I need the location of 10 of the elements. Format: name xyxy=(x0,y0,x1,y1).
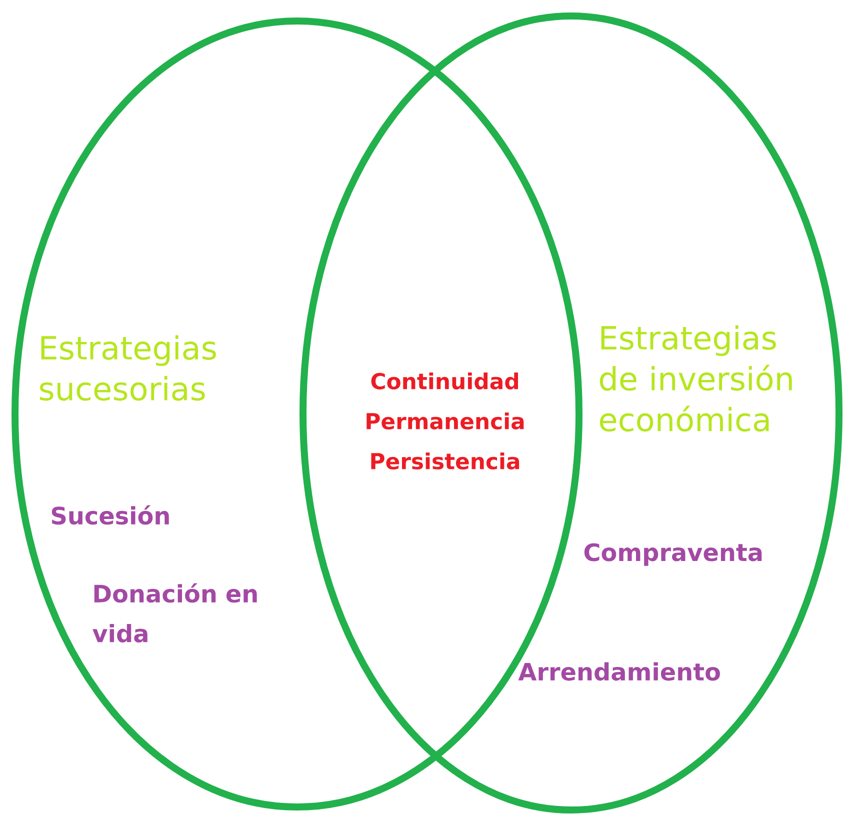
heading: Estrategias sucesorias xyxy=(40,335,216,401)
list-item: Compraventa xyxy=(584,543,762,566)
list-item: Donación en vida xyxy=(92,583,257,643)
overlap-label: Continuidad xyxy=(371,372,518,390)
heading: Estrategias de inversión económica xyxy=(600,325,792,432)
list-item: Arrendamiento xyxy=(518,662,720,681)
overlap-label: Persistencia xyxy=(371,452,520,470)
list-item: Sucesión xyxy=(52,505,169,525)
venn-ellipse xyxy=(300,12,842,814)
overlap-label: Permanencia xyxy=(366,412,524,430)
